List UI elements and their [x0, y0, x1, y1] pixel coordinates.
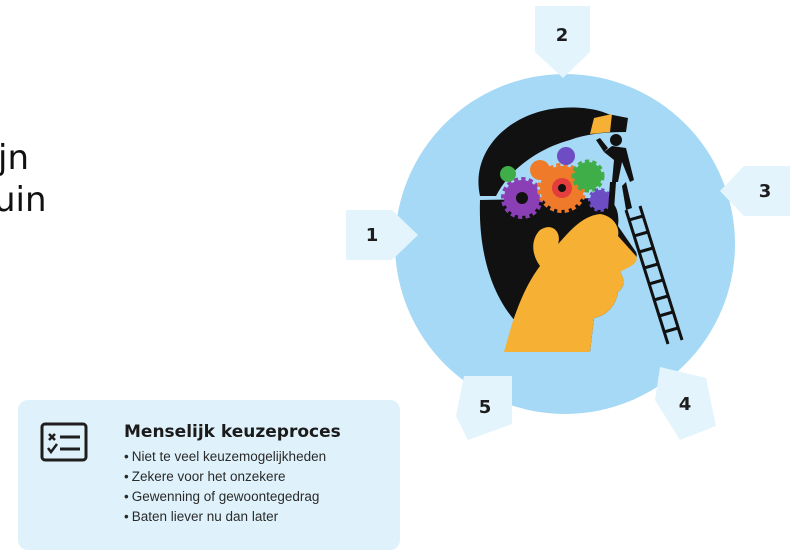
- info-card: Menselijk keuzeproces Niet te veel keuze…: [18, 400, 400, 550]
- step-number-1: 1: [366, 225, 379, 246]
- checklist-icon: [40, 422, 88, 462]
- head-illustration: [478, 107, 684, 352]
- card-bullet-item: Baten liever nu dan later: [124, 507, 326, 527]
- card-title: Menselijk keuzeproces: [124, 422, 341, 442]
- step-badge-5: 5: [456, 376, 512, 440]
- step-number-5: 5: [479, 397, 492, 418]
- step-number-3: 3: [759, 181, 772, 202]
- card-bullet-list: Niet te veel keuzemogelijkheden Zekere v…: [124, 447, 326, 527]
- card-bullet-item: Gewenning of gewoontegedrag: [124, 487, 326, 507]
- text-fragment-bottom: uin: [0, 180, 47, 220]
- step-badge-4: 4: [655, 367, 716, 440]
- step-badge-2: 2: [535, 6, 590, 78]
- step-badge-3: 3: [720, 166, 790, 216]
- step-number-4: 4: [679, 394, 692, 415]
- text-fragment-top: jn: [0, 138, 29, 178]
- card-bullet-item: Niet te veel keuzemogelijkheden: [124, 447, 326, 467]
- step-number-2: 2: [556, 25, 569, 46]
- gears: [500, 147, 612, 219]
- ladder: [624, 205, 684, 345]
- step-badge-1: 1: [346, 210, 418, 260]
- climbing-person: [596, 134, 634, 210]
- card-bullet-item: Zekere voor het onzekere: [124, 467, 326, 487]
